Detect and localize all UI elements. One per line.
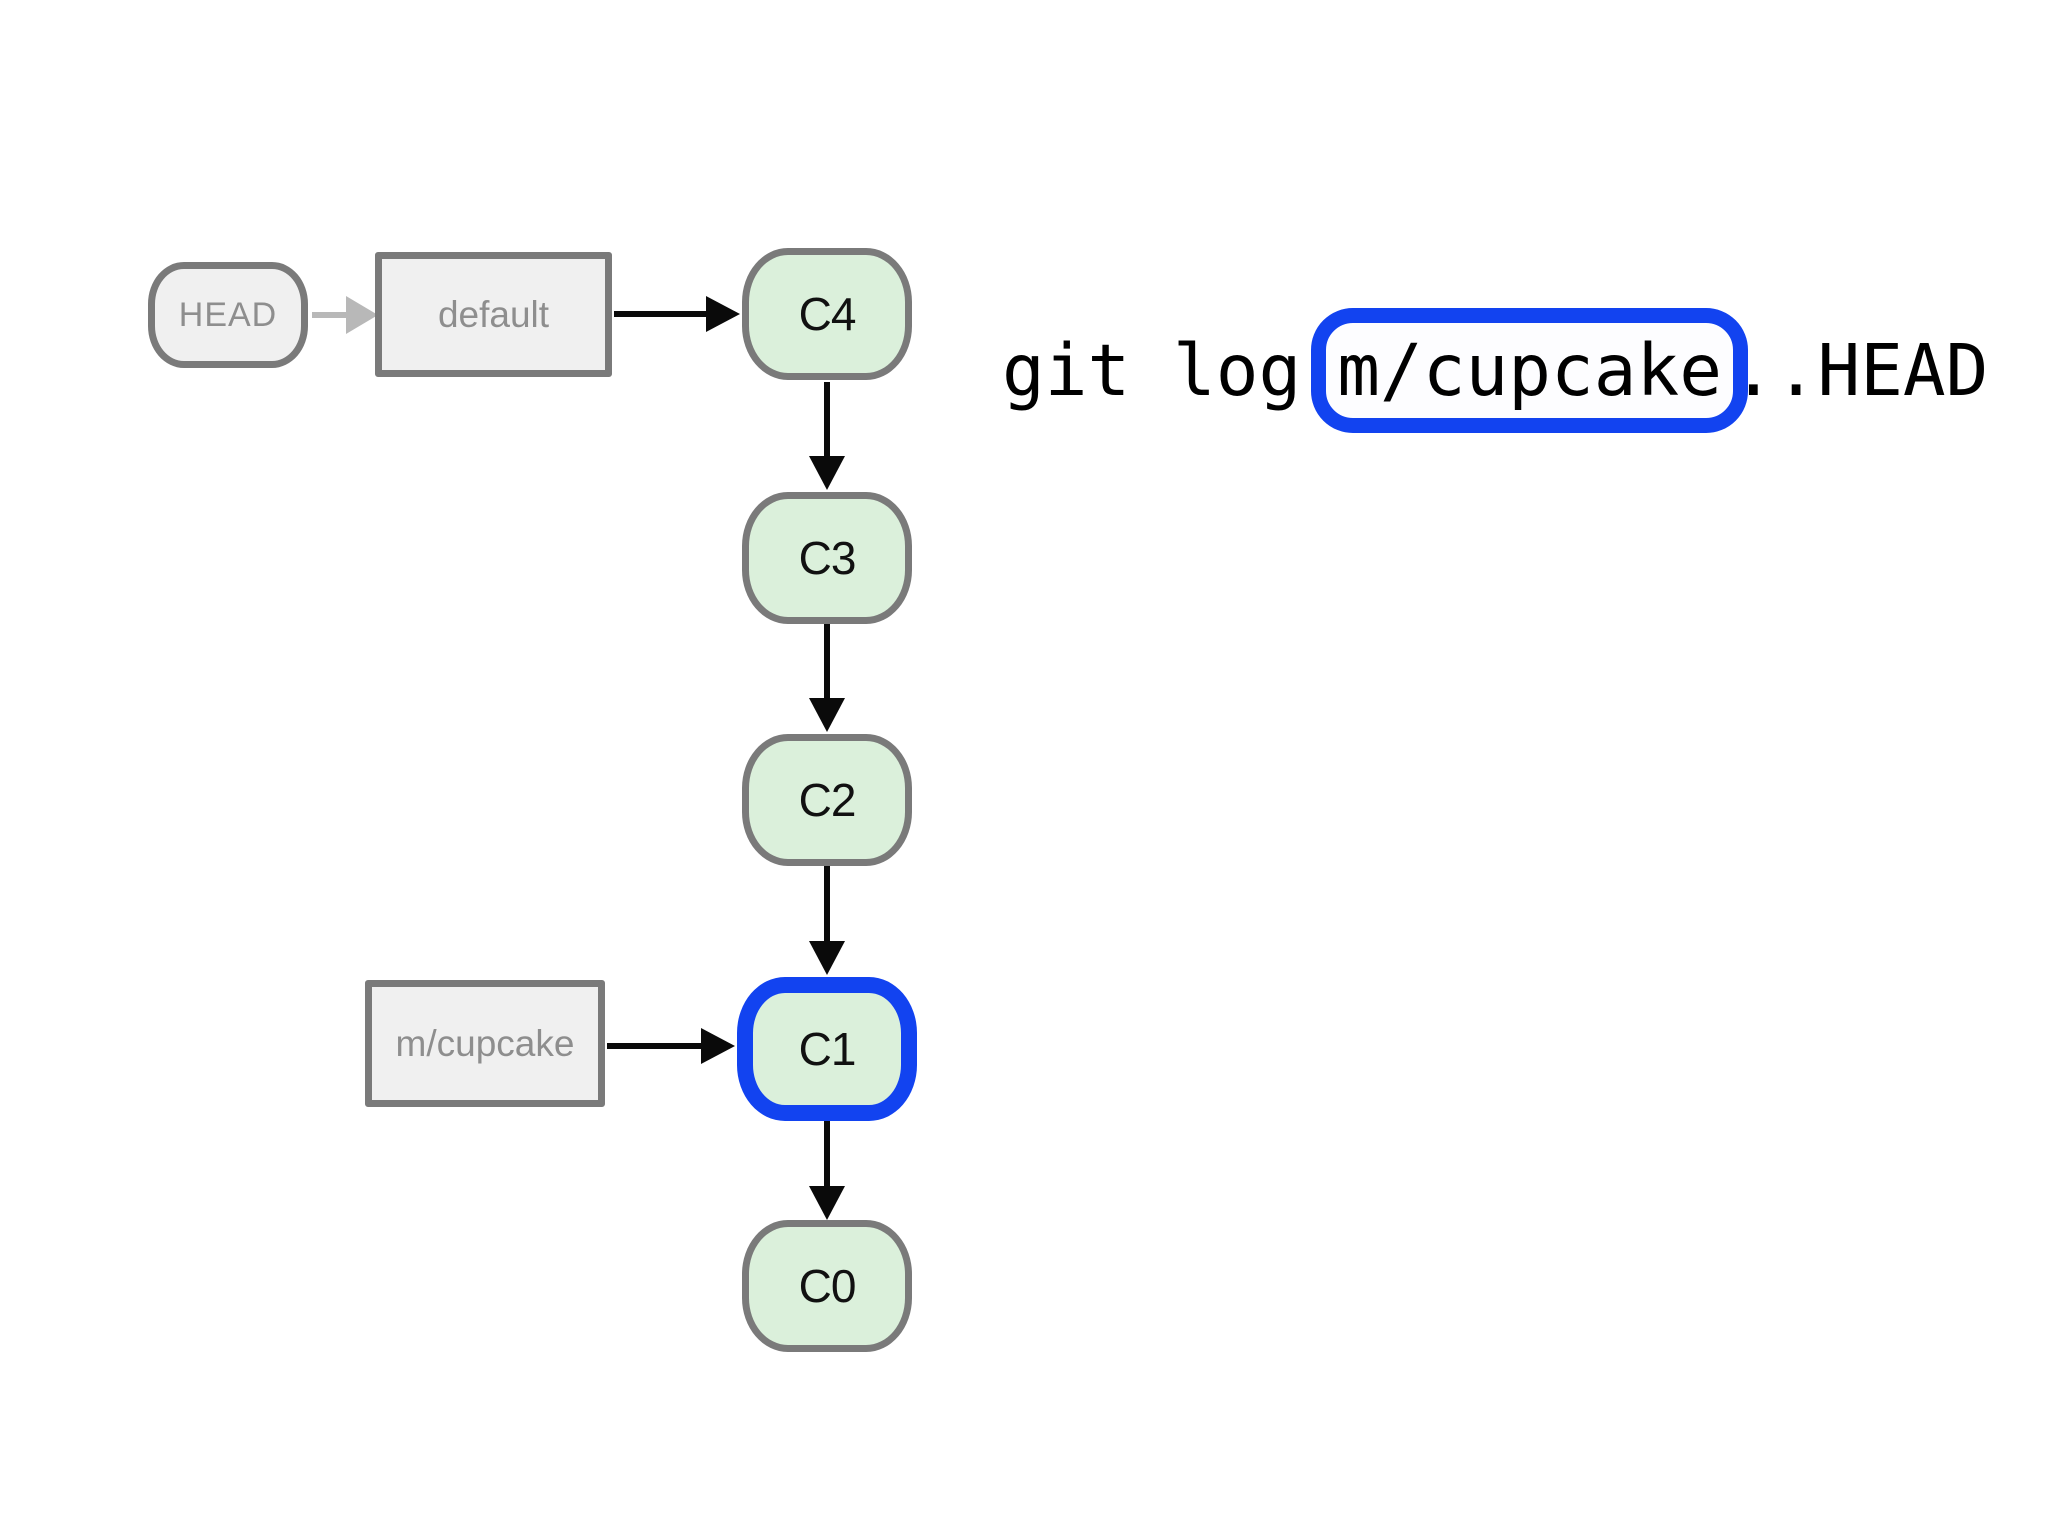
commit-label-c4: C4 xyxy=(798,288,857,340)
arrow-c1-to-c0 xyxy=(809,1121,845,1220)
commit-node-c4: C4 xyxy=(742,248,912,380)
commit-label-c3: C3 xyxy=(798,532,857,584)
commit-node-c1-highlighted: C1 xyxy=(737,977,917,1121)
command-highlighted-arg: m/cupcake xyxy=(1337,328,1722,412)
arrow-c4-to-c3 xyxy=(809,382,845,490)
m-cupcake-branch-ref: m/cupcake xyxy=(365,980,605,1107)
head-ref: HEAD xyxy=(148,262,308,368)
command-highlight-box: m/cupcake xyxy=(1311,307,1748,433)
command-prefix: git log xyxy=(1002,328,1302,412)
arrow-c2-to-c1 xyxy=(809,866,845,975)
arrow-head-to-default xyxy=(312,296,378,334)
default-branch-label: default xyxy=(437,293,550,335)
m-cupcake-branch-label: m/cupcake xyxy=(395,1022,575,1064)
head-ref-label: HEAD xyxy=(178,295,278,334)
commit-label-c0: C0 xyxy=(798,1260,857,1312)
command-text: git log m/cupcake..HEAD xyxy=(1002,300,1988,440)
commit-node-c2: C2 xyxy=(742,734,912,866)
default-branch-ref: default xyxy=(375,252,612,377)
commit-node-c0: C0 xyxy=(742,1220,912,1352)
commit-label-c2: C2 xyxy=(798,774,857,826)
commit-node-c3: C3 xyxy=(742,492,912,624)
arrow-mcupcake-to-c1 xyxy=(607,1028,735,1064)
arrow-default-to-c4 xyxy=(614,296,740,332)
arrow-c3-to-c2 xyxy=(809,624,845,732)
commit-label-c1: C1 xyxy=(798,1023,857,1075)
command-suffix: ..HEAD xyxy=(1731,328,1989,412)
